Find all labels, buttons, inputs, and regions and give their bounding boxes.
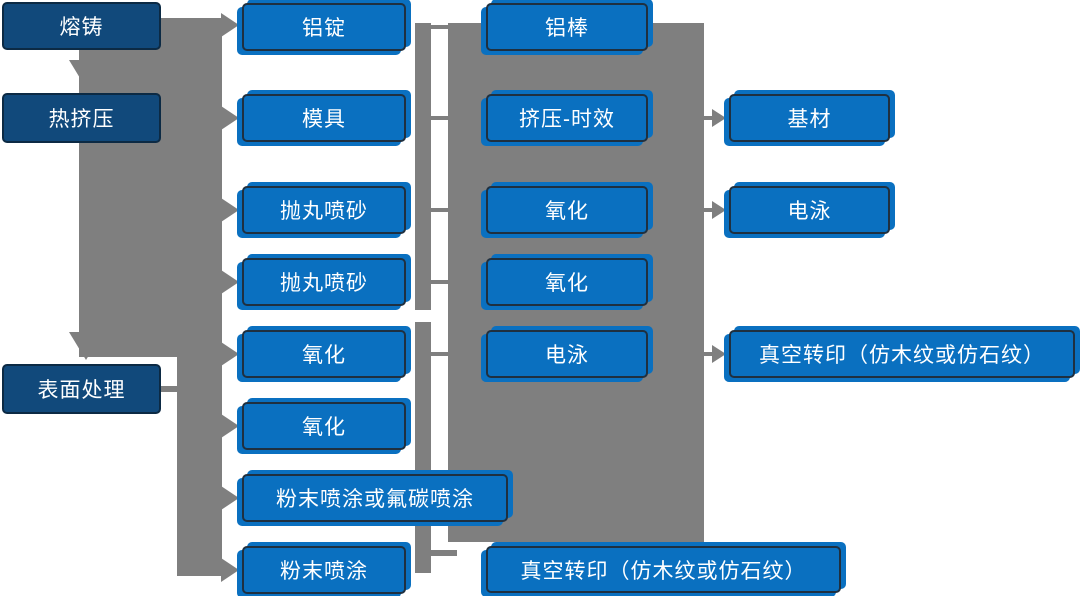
node-vacuum-transfer-print-right: 真空转印（仿木纹或仿石纹） <box>729 330 1075 378</box>
node-extrusion-aging: 挤压-时效 <box>486 94 648 142</box>
node-label: 挤压-时效 <box>519 108 615 131</box>
right-arrow-icon-vacuum-transfer <box>712 345 726 363</box>
right-arrow-icon-electrophoresis <box>712 201 726 219</box>
node-aluminum-ingot: 铝锭 <box>242 3 406 51</box>
node-powder-or-fluorocarbon-coating: 粉末喷涂或氟碳喷涂 <box>242 474 508 522</box>
stage-label: 熔铸 <box>59 16 104 39</box>
stage-label: 热挤压 <box>48 108 115 131</box>
right-arrow-icon-aluminum-ingot <box>221 13 239 37</box>
right-arrow-icon-oxidation-1 <box>221 342 239 366</box>
node-aluminum-rod: 铝棒 <box>486 3 648 51</box>
node-electrophoresis-a: 电泳 <box>486 330 648 378</box>
right-arrow-icon-base-material <box>712 109 726 127</box>
node-mold: 模具 <box>242 94 406 142</box>
connector-link-row3 <box>423 208 450 212</box>
right-arrow-icon-powder-fluorocarbon <box>221 486 239 510</box>
node-powder-coating: 粉末喷涂 <box>242 546 406 594</box>
node-label: 氧化 <box>302 344 346 367</box>
node-base-material: 基材 <box>729 94 890 142</box>
node-shot-blast-sandblast-1: 抛丸喷砂 <box>242 186 406 234</box>
node-label: 氧化 <box>545 200 589 223</box>
node-oxidation-a: 氧化 <box>242 330 406 378</box>
connector-stub-surface <box>161 386 179 392</box>
stage-hot-extrusion: 热挤压 <box>2 93 161 143</box>
connector-mid-bar-upper <box>415 23 431 310</box>
right-arrow-icon-shot-blast-1 <box>221 198 239 222</box>
node-oxidation-b: 氧化 <box>242 402 406 450</box>
connector-link-row5 <box>423 352 450 356</box>
connector-lower-bar <box>177 357 222 576</box>
stage-melting-casting: 熔铸 <box>2 2 161 50</box>
right-arrow-icon-mold <box>221 106 239 130</box>
node-label: 抛丸喷砂 <box>280 200 368 223</box>
node-electrophoresis-b: 电泳 <box>729 186 890 234</box>
node-label: 铝棒 <box>545 17 589 40</box>
stage-label: 表面处理 <box>37 379 126 402</box>
right-arrow-icon-shot-blast-2 <box>221 270 239 294</box>
node-label: 基材 <box>787 108 832 131</box>
connector-link-row2 <box>423 116 450 120</box>
node-label: 粉末喷涂 <box>280 560 368 583</box>
node-label: 电泳 <box>545 344 589 367</box>
node-label: 氧化 <box>545 272 589 295</box>
node-oxidation-d: 氧化 <box>486 258 648 306</box>
node-label: 粉末喷涂或氟碳喷涂 <box>276 488 474 511</box>
connector-line-electrophoresis <box>703 208 715 212</box>
down-arrow-icon-surface-treatment <box>69 332 103 360</box>
node-label: 抛丸喷砂 <box>280 272 368 295</box>
node-shot-blast-sandblast-2: 抛丸喷砂 <box>242 258 406 306</box>
node-vacuum-transfer-print-bottom: 真空转印（仿木纹或仿石纹） <box>486 546 841 593</box>
node-label: 真空转印（仿木纹或仿石纹） <box>759 344 1045 367</box>
connector-line-base-material <box>703 116 715 120</box>
connector-mid-bar-lower <box>415 322 431 573</box>
connector-link-row4 <box>423 280 450 284</box>
connector-link-row1 <box>423 25 450 29</box>
connector-link-bottom <box>431 550 457 556</box>
down-arrow-icon-hot-extrusion <box>69 60 103 88</box>
stage-surface-treatment: 表面处理 <box>2 364 161 414</box>
right-arrow-icon-oxidation-2 <box>221 414 239 438</box>
node-oxidation-c: 氧化 <box>486 186 648 234</box>
node-label: 模具 <box>302 108 346 131</box>
connector-line-vacuum-transfer <box>703 352 715 356</box>
node-label: 铝锭 <box>302 17 346 40</box>
node-label: 电泳 <box>787 200 832 223</box>
right-arrow-icon-powder-coating <box>221 558 239 582</box>
node-label: 氧化 <box>302 416 346 439</box>
node-label: 真空转印（仿木纹或仿石纹） <box>520 559 807 583</box>
